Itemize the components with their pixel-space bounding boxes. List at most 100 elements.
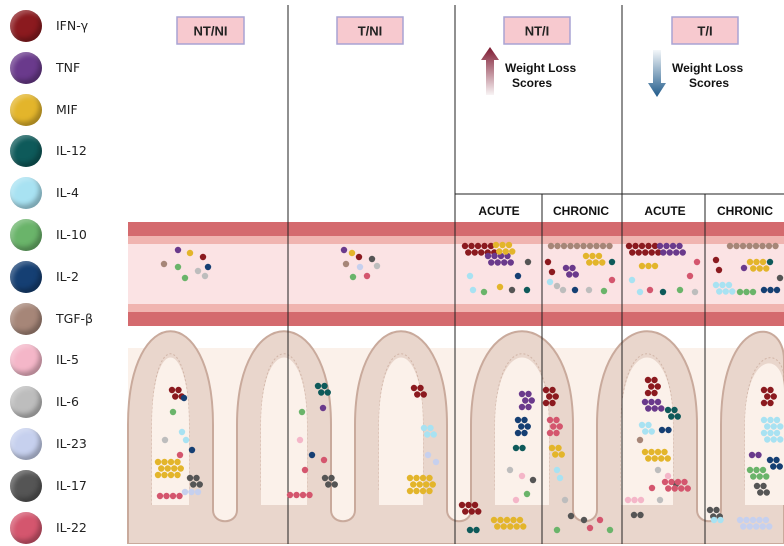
- cytokine-dot: [630, 511, 638, 519]
- cytokine-dot: [161, 471, 168, 479]
- cytokine-dot: [658, 455, 665, 462]
- weight-loss-label-down-line1: Weight Loss: [672, 61, 743, 75]
- cytokine-dot: [556, 474, 564, 482]
- cytokine-dot: [596, 516, 604, 524]
- cytokine-dot: [174, 458, 181, 466]
- cytokine-dot: [552, 451, 559, 458]
- cytokine-dot: [713, 506, 720, 514]
- cytokine-dot: [715, 266, 723, 274]
- cytokine-dot: [749, 516, 757, 524]
- cytokine-dot: [426, 487, 433, 495]
- cytokine-dot: [506, 466, 514, 474]
- cytokine-dot: [759, 523, 766, 530]
- cytokine-dot: [755, 451, 762, 459]
- group-label-t-ni: T/NI: [358, 24, 383, 39]
- cytokine-dot: [471, 501, 479, 509]
- cytokine-dot: [171, 465, 178, 472]
- cytokine-dot: [188, 446, 196, 454]
- cytokine-dot: [154, 458, 162, 466]
- group-header-t-ni: T/NI: [336, 16, 404, 45]
- cytokine-dot: [638, 242, 646, 250]
- cytokine-dot: [760, 416, 768, 424]
- cytokine-dot: [642, 249, 649, 256]
- cytokine-dot: [651, 455, 658, 462]
- cytokine-dot: [719, 281, 726, 289]
- cytokine-dot: [572, 271, 579, 278]
- cytokine-dot: [525, 403, 532, 411]
- cytokine-dot: [648, 383, 655, 390]
- cytokine-dot: [593, 242, 600, 250]
- cytokine-dot: [494, 259, 501, 266]
- cytokine-dot: [645, 405, 652, 412]
- cytokine-dot: [496, 283, 504, 291]
- legend-item: MIF: [10, 93, 128, 128]
- cytokine-dot: [176, 451, 184, 459]
- cytokine-dot: [625, 242, 633, 250]
- cytokine-dot: [644, 389, 652, 397]
- cytokine-dot: [518, 472, 526, 480]
- cytokine-dot: [757, 489, 764, 496]
- cytokine-dot: [648, 484, 656, 492]
- cytokine-dot: [510, 516, 517, 524]
- cytokine-dot: [660, 249, 667, 256]
- cytokine-dot: [733, 242, 740, 250]
- cytokine-dot: [767, 386, 774, 394]
- cytokine-dot: [759, 466, 767, 474]
- cytokine-dot: [430, 431, 437, 438]
- cytokine-dot: [201, 272, 209, 280]
- cytokine-dot: [154, 471, 162, 479]
- cytokine-dot: [773, 286, 781, 294]
- cytokine-dot: [561, 496, 569, 504]
- cytokine-dot: [712, 281, 720, 289]
- group-label-t-i: T/I: [697, 24, 712, 39]
- cytokine-dot: [513, 523, 520, 530]
- cytokine-dot: [478, 249, 485, 256]
- cytokine-dot: [678, 485, 685, 492]
- cytokine-dot: [753, 523, 760, 530]
- cytokine-dot: [772, 242, 779, 250]
- cytokine-dot: [193, 474, 200, 482]
- cytokine-dot: [676, 286, 684, 294]
- cytokine-dot: [560, 242, 568, 250]
- cytokine-dot: [750, 473, 757, 480]
- cytokine-dot: [746, 258, 754, 266]
- cytokine-dot: [196, 481, 203, 488]
- cytokine-dot: [651, 242, 659, 250]
- arrow-up-icon: [481, 47, 499, 95]
- legend-item: IL-12: [10, 135, 128, 169]
- cytokine-dot: [520, 523, 527, 530]
- cytokine-dot: [507, 523, 514, 530]
- arrow-down-icon: [648, 50, 666, 97]
- cytokine-dot: [753, 258, 760, 266]
- cytokine-dot: [770, 463, 777, 470]
- cytokine-dot: [169, 408, 177, 416]
- cytokine-dot: [340, 246, 348, 254]
- legend-swatch-icon: [10, 469, 42, 502]
- cytokine-dot: [637, 511, 644, 519]
- cytokine-dot: [328, 474, 335, 482]
- cytokine-dot: [740, 264, 748, 272]
- cytokine-dot: [599, 242, 607, 250]
- cytokine-dot: [499, 241, 506, 249]
- cytokine-dot: [759, 242, 766, 250]
- cytokine-dot: [174, 246, 182, 254]
- cytokine-dot: [553, 429, 560, 437]
- cytokine-dot: [648, 398, 655, 406]
- cytokine-dot: [681, 478, 688, 486]
- cytokine-dot: [676, 242, 683, 250]
- cytokine-dot: [629, 249, 636, 256]
- weight-loss-label-up-line1: Weight Loss: [505, 61, 576, 75]
- cytokine-dot: [296, 436, 304, 444]
- legend-item: TNF: [10, 51, 128, 86]
- cytokine-dot: [736, 288, 744, 296]
- group-header-t-i: T/I: [671, 16, 739, 45]
- cytokine-dot: [491, 252, 498, 260]
- cytokine-dot: [749, 288, 757, 296]
- cytokine-dot: [638, 262, 646, 270]
- cytokine-dot: [726, 242, 734, 250]
- cytokine-dot: [194, 488, 202, 496]
- cytokine-dot: [582, 252, 590, 260]
- cytokine-dot: [693, 258, 701, 266]
- legend-swatch-icon: [10, 302, 42, 335]
- cytokine-dot: [743, 288, 750, 296]
